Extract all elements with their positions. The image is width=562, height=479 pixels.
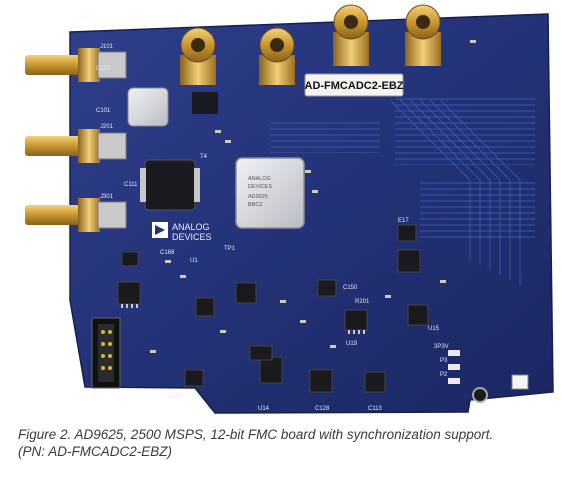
ad9625-adc-chip: ANALOG DEVICES AD9625 BBCZ [235,157,305,229]
silk-label: TP1 [224,246,236,252]
silk-label: C101 [96,108,111,114]
evaluation-board-photo: AD-FMCADC2-EBZ ANALOG DEVICES AD9625 BBC… [25,4,554,414]
silk-label: P2 [440,372,448,378]
balun-transformer [144,159,196,211]
silk-label: U1 [190,258,198,264]
board-label: AD-FMCADC2-EBZ [305,80,404,92]
oscillator-can [127,87,169,127]
analog-devices-logo: ANALOG DEVICES [152,222,212,242]
silk-label: C150 [343,285,358,291]
silk-label: J201 [100,124,114,130]
sma-connector-left-top [25,48,127,82]
silk-label: 3P3V [434,344,449,350]
silk-label: E17 [398,218,409,224]
silk-label: C168 [160,250,175,256]
sma-connector-left-bottom [25,198,127,232]
chip-marking-2: DEVICES [248,184,272,190]
silk-label: C107 [168,394,183,400]
mounting-hole [472,387,488,403]
silk-label: P3 [440,358,448,364]
board-label-sticker [304,73,404,97]
caption-line-1: Figure 2. AD9625, 2500 MSPS, 12-bit FMC … [18,427,494,442]
status-leds [448,350,460,384]
silk-label: J301 [100,194,114,200]
silk-label: C102 [96,66,111,72]
logo-line-2: DEVICES [172,232,212,242]
sma-connector-top-1 [180,27,216,85]
sma-connector-top-4 [405,4,441,66]
silk-label: C113 [368,406,383,412]
chip-marking-1: ANALOG [248,176,271,182]
logo-line-1: ANALOG [172,222,210,232]
sma-connector-top-3 [333,4,369,66]
silk-label: T4 [200,154,208,160]
figure-caption: Figure 2. AD9625, 2500 MSPS, 12-bit FMC … [18,426,558,460]
trace-bundle [270,95,535,240]
chip-marking-4: BBCZ [248,202,263,208]
pin-header [91,317,121,389]
silk-label: U19 [346,341,358,347]
silk-label: U15 [428,326,440,332]
silk-label: C111 [124,182,138,188]
caption-line-2: (PN: AD-FMCADC2-EBZ) [18,444,172,459]
silk-label: R201 [355,299,370,305]
small-ic [117,224,429,393]
silk-label: C128 [315,406,330,412]
silk-label: J101 [100,44,114,50]
silk-label: U14 [258,406,270,412]
sma-connector-left-middle [25,129,127,163]
sma-connector-top-2 [259,27,295,85]
chip-marking-3: AD9625 [248,194,268,200]
